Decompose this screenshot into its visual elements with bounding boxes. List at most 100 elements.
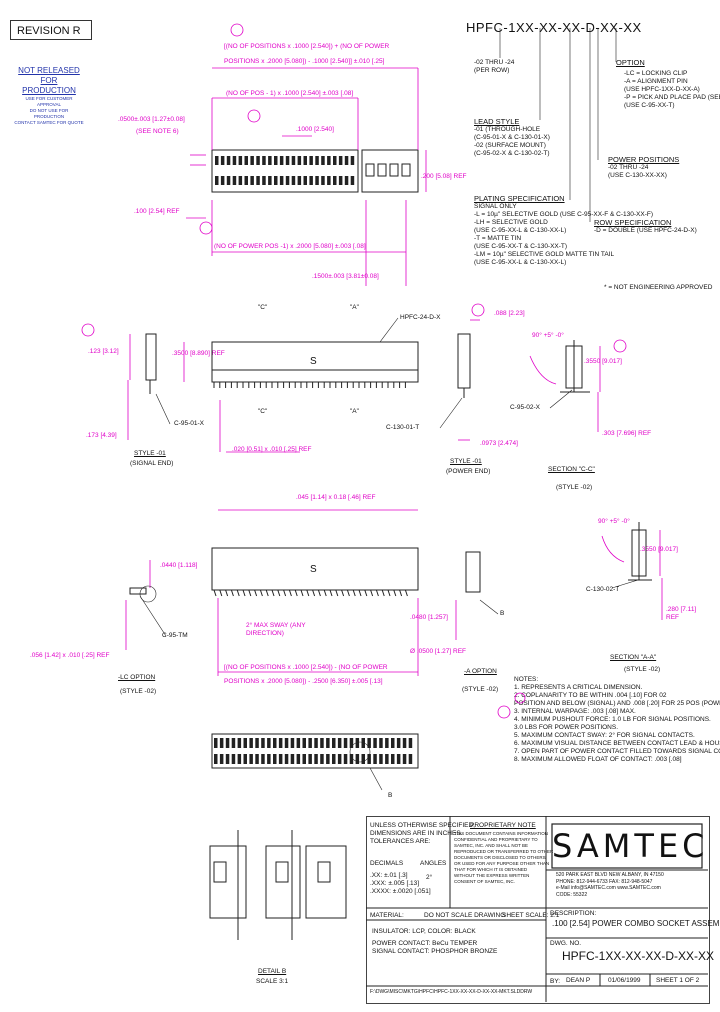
- signal-contact: [262, 176, 266, 185]
- signal-contact: [291, 156, 296, 165]
- s-mark-2: S: [310, 564, 317, 575]
- signal-contact: [309, 156, 313, 165]
- contact-pad: [314, 754, 318, 764]
- label-a-option-b: (STYLE -02): [462, 686, 499, 693]
- signal-contact: [303, 176, 307, 185]
- contact-pad: [308, 754, 312, 764]
- smt-contact-tail: [317, 589, 321, 597]
- tb-sheet-scale: SHEET SCALE: 2:1: [502, 912, 560, 919]
- smt-contact-tail: [346, 589, 350, 597]
- dim-173: .173 [4.39]: [86, 432, 117, 439]
- label-style01-pow-b: (POWER END): [446, 468, 491, 475]
- label-c9501: C-95-01-X: [174, 420, 204, 427]
- contact-pad: [267, 754, 271, 764]
- smt-contact-tail: [300, 589, 304, 597]
- smt-contact-tail: [283, 589, 287, 597]
- option-values: -LC = LOCKING CLIP -A = ALIGNMENT PIN (U…: [624, 70, 720, 109]
- s-mark-1: S: [310, 356, 317, 367]
- tb-angle-val: 2°: [426, 874, 433, 881]
- not-engineering-approved: * = NOT ENGINEERING APPROVED: [604, 284, 713, 291]
- contact-pad: [296, 754, 301, 764]
- contact-pad: [373, 738, 377, 748]
- not-released-title-2: FOR PRODUCTION: [22, 76, 76, 95]
- tb-material: MATERIAL:: [370, 912, 404, 919]
- contact-pad: [278, 738, 283, 748]
- contact-pad: [284, 754, 289, 764]
- leaders: [139, 28, 639, 791]
- contact-pad: [225, 738, 230, 748]
- label-style01-sig: STYLE -01: [134, 450, 166, 457]
- contact-pad: [243, 754, 247, 764]
- label-a-top: "A": [350, 304, 359, 311]
- contact-pad: [231, 754, 236, 764]
- contact-pad: [391, 738, 395, 748]
- dim-100-ref: .100 [2.54] REF: [134, 208, 180, 215]
- contact-pad: [337, 738, 342, 748]
- signal-contact: [244, 156, 248, 165]
- signal-contact: [297, 156, 302, 165]
- contact-pad: [355, 738, 360, 748]
- dim-050-ref: Ø .0500 [1.27] REF: [410, 648, 467, 655]
- smt-contact-tail: [265, 589, 269, 597]
- section-cc: [560, 340, 590, 393]
- dim-overall-1: [(NO OF POSITIONS x .1000 [2.540]) + (NO…: [224, 43, 390, 50]
- tb-desc-label: DESCRIPTION:: [550, 910, 597, 917]
- option-label: OPTION: [616, 58, 645, 67]
- dim-056: .056 [1.42] x .010 [.25] REF: [30, 652, 110, 659]
- dim-280: .280 [7.11] REF: [666, 606, 697, 621]
- contact-pad: [355, 754, 360, 764]
- signal-contact: [232, 156, 237, 165]
- signal-contact: [279, 176, 284, 185]
- signal-contact: [250, 156, 254, 165]
- row-spec-block: ROW SPECIFICATION -D = DOUBLE (USE HPFC-…: [594, 218, 697, 234]
- signal-contact: [285, 156, 290, 165]
- dim-0480: .0480 [1.257]: [410, 614, 448, 621]
- dim-123: .123 [3.12]: [88, 348, 119, 355]
- label-sec-aa-b: (STYLE -02): [624, 666, 661, 673]
- label-c-top: "C": [258, 304, 268, 311]
- dim-lower-2: POSITIONS x .2000 [5.080]) - .2500 [6.35…: [224, 678, 383, 685]
- tb-proprietary: PROPRIETARY NOTE: [470, 822, 536, 829]
- dim-power-pos: (NO OF POWER POS -1) x .2000 [5.080] ±.0…: [214, 243, 366, 250]
- signal-contact: [232, 176, 237, 185]
- contact-pad: [249, 754, 253, 764]
- smt-contact-tail: [236, 589, 240, 597]
- signal-contact: [344, 176, 349, 185]
- bottom-view-connector: [211, 733, 419, 769]
- contact-pad: [402, 754, 407, 764]
- signal-contact: [344, 156, 349, 165]
- contact-pad: [302, 754, 306, 764]
- contact-pad: [302, 738, 306, 748]
- contact-pad: [290, 754, 295, 764]
- contact-pad: [349, 754, 354, 764]
- tb-dwg: HPFC-1XX-XX-XX-D-XX-XX: [562, 949, 715, 963]
- signal-contact: [285, 176, 290, 185]
- tb-sheet: SHEET 1 OF 2: [656, 977, 700, 984]
- power-positions-block: POWER POSITIONS -02 THRU -24 (USE C-130-…: [608, 155, 680, 179]
- contact-pad: [219, 738, 224, 748]
- dimension-lines: [125, 67, 663, 676]
- not-released-title: NOT RELEASED: [18, 66, 80, 75]
- contact-pad: [385, 754, 389, 764]
- signal-contact: [303, 156, 307, 165]
- not-released-fine-2: DO NOT USE FOR PRODUCTION: [29, 108, 69, 119]
- smt-contact-tail: [306, 589, 310, 597]
- label-hpfc24: HPFC-24-D-X: [400, 314, 441, 321]
- signal-contact: [250, 176, 254, 185]
- label-a-option: -A OPTION: [464, 668, 497, 675]
- smt-contact-tail: [335, 589, 339, 597]
- signal-contact: [238, 176, 243, 185]
- contact-pad: [349, 738, 354, 748]
- detail-b: [209, 830, 347, 940]
- smt-contact-tail: [294, 589, 298, 597]
- smt-contact-tail: [370, 589, 374, 597]
- tb-materials: INSULATOR: LCP, COLOR: BLACK POWER CONTA…: [372, 928, 498, 955]
- contact-pad: [225, 754, 230, 764]
- signal-contact: [297, 176, 302, 185]
- signal-contact: [327, 156, 331, 165]
- signal-contact: [268, 176, 272, 185]
- section-aa: [628, 522, 652, 581]
- dim-303: .303 [7.696] REF: [602, 430, 652, 437]
- contact-pad: [396, 754, 401, 764]
- smt-contact-tail: [399, 589, 403, 597]
